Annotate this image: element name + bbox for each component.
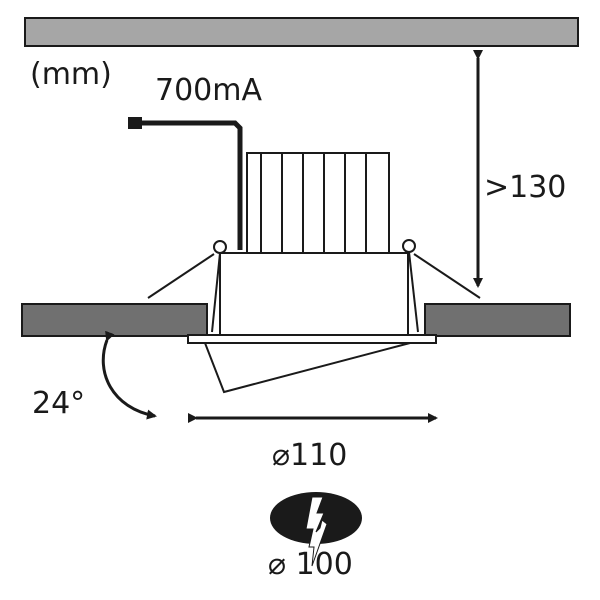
- lightning-bolt-icon: [305, 496, 328, 567]
- heat-sink: [246, 152, 390, 254]
- ceiling-panel-right: [424, 303, 571, 337]
- tilted-lamp-head: [203, 342, 411, 394]
- housing-body: [219, 252, 409, 336]
- spring-clips: [147, 239, 481, 333]
- depth-label: >130: [484, 170, 566, 205]
- outer-diameter-label: ⌀110: [272, 438, 347, 473]
- ceiling-slab: [24, 17, 579, 47]
- unit-label: (mm): [30, 57, 112, 92]
- trim-ring: [187, 334, 437, 344]
- tilt-arrow-icon: [101, 330, 157, 420]
- cutout-diameter-label: ⌀ 100: [268, 547, 353, 582]
- tilt-label: 24°: [32, 386, 85, 421]
- current-label: 700mA: [155, 73, 262, 108]
- ceiling-panel-left: [21, 303, 208, 337]
- power-cable: [128, 117, 243, 250]
